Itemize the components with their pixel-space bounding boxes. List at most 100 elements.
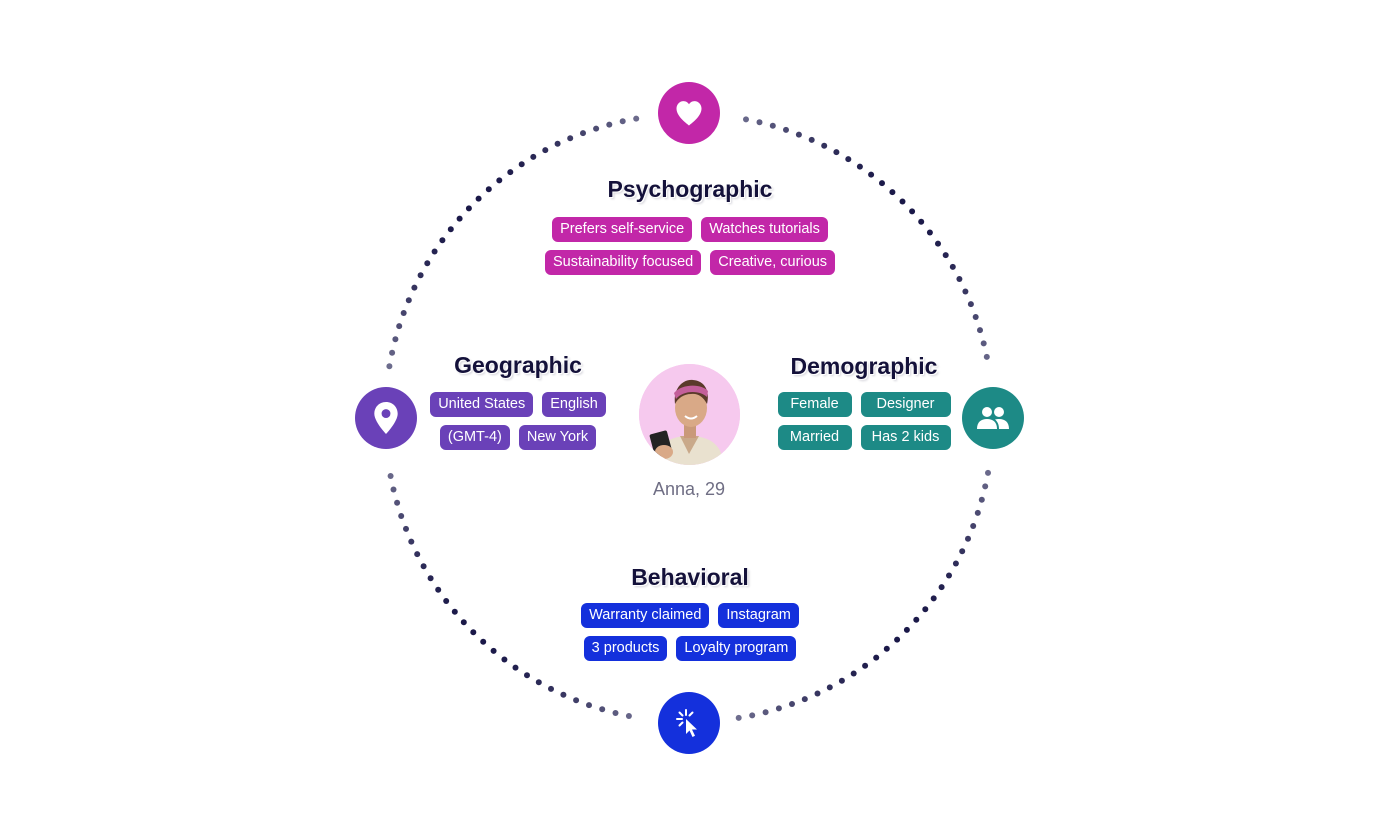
ring-dot (447, 226, 454, 233)
tag: Prefers self-service (552, 217, 693, 242)
ring-dot (417, 272, 424, 279)
ring-dot (490, 647, 497, 654)
ring-dot (868, 171, 875, 178)
ring-dot (400, 310, 407, 316)
ring-dot (554, 140, 561, 147)
ring-dot (983, 353, 990, 360)
ring-dot (962, 288, 969, 295)
ring-dot (612, 710, 619, 716)
ring-dot (530, 153, 537, 160)
ring-dot (431, 248, 438, 255)
ring-dot (833, 149, 840, 156)
ring-dot (599, 706, 606, 713)
ring-dot (389, 349, 396, 356)
ring-dot (496, 177, 503, 184)
ring-dot (524, 672, 530, 679)
ring-dot (959, 548, 966, 555)
ring-dot (580, 130, 586, 137)
ring-dot (535, 679, 542, 686)
tag: 3 products (583, 636, 668, 661)
ring-dot (985, 469, 991, 476)
tag: Creative, curious (710, 250, 836, 275)
ring-dot (743, 116, 749, 123)
ring-dot (789, 701, 795, 707)
ring-dot (980, 340, 987, 347)
ring-dot (396, 323, 403, 330)
ring-dot (894, 636, 901, 643)
ring-dot (408, 538, 415, 545)
ring-dot (548, 685, 554, 692)
ring-dot (930, 595, 937, 602)
ring-dot (926, 229, 933, 236)
ring-dot (826, 684, 833, 691)
ring-dot (460, 619, 467, 626)
ring-dot (586, 702, 592, 709)
ring-dot (560, 691, 567, 698)
tag: Instagram (718, 603, 799, 628)
ring-dot (485, 186, 492, 193)
ring-dot (762, 709, 769, 716)
psychographic-tags: Prefers self-service Watches tutorials S… (540, 217, 840, 275)
ring-dot (411, 284, 418, 291)
ring-dot (435, 586, 442, 593)
ring-dot (403, 525, 409, 532)
geographic-node (355, 387, 417, 449)
ring-dot (387, 473, 394, 479)
ring-dot (749, 712, 756, 719)
ring-dot (982, 483, 989, 490)
ring-dot (470, 629, 477, 636)
persona-photo (639, 364, 740, 465)
geographic-heading: Geographic (454, 352, 582, 378)
ring-dot (974, 509, 981, 516)
ring-dot (899, 198, 906, 205)
ring-dot (390, 486, 397, 493)
ring-dot (775, 705, 782, 712)
ring-dot (952, 560, 959, 567)
avatar (639, 364, 740, 465)
ring-dot (918, 218, 925, 225)
ring-dot (965, 535, 971, 542)
ring-dot (903, 626, 910, 633)
tag: Warranty claimed (581, 603, 710, 628)
ring-dot (883, 645, 890, 652)
ring-dot (956, 276, 963, 282)
ring-dot (633, 115, 640, 122)
ring-dot (879, 180, 885, 187)
heart-icon (676, 101, 702, 126)
ring-dot (838, 677, 845, 684)
ring-dot (456, 215, 463, 222)
ring-dot (935, 240, 941, 247)
ring-dot (735, 714, 742, 721)
tag: Married (777, 425, 852, 450)
ring-dot (405, 297, 412, 304)
ring-dot (978, 496, 985, 503)
ring-dot (619, 118, 626, 125)
ring-dot (909, 208, 916, 215)
ring-dot (814, 690, 821, 697)
ring-dot (593, 125, 600, 132)
ring-dot (862, 662, 869, 669)
tag: Sustainability focused (544, 250, 702, 275)
ring-dot (398, 513, 405, 519)
ring-dot (512, 664, 519, 671)
ring-dot (439, 237, 446, 244)
ring-dot (394, 499, 401, 506)
ring-dot (625, 713, 632, 719)
ring-dot (465, 205, 472, 212)
ring-dot (845, 156, 852, 163)
ring-dot (972, 314, 979, 320)
tag: Has 2 kids (860, 425, 951, 450)
ring-dot (967, 301, 974, 308)
ring-dot (977, 327, 983, 334)
people-icon (977, 407, 1009, 429)
cursor-click-icon (676, 709, 697, 737)
tag: (GMT-4) (439, 425, 510, 450)
ring-dot (507, 169, 514, 176)
ring-dot (783, 126, 789, 133)
behavioral-node (658, 692, 720, 754)
ring-dot (420, 563, 427, 570)
behavioral-heading: Behavioral (631, 564, 749, 590)
ring-dot (913, 616, 920, 623)
psychographic-node (658, 82, 720, 144)
